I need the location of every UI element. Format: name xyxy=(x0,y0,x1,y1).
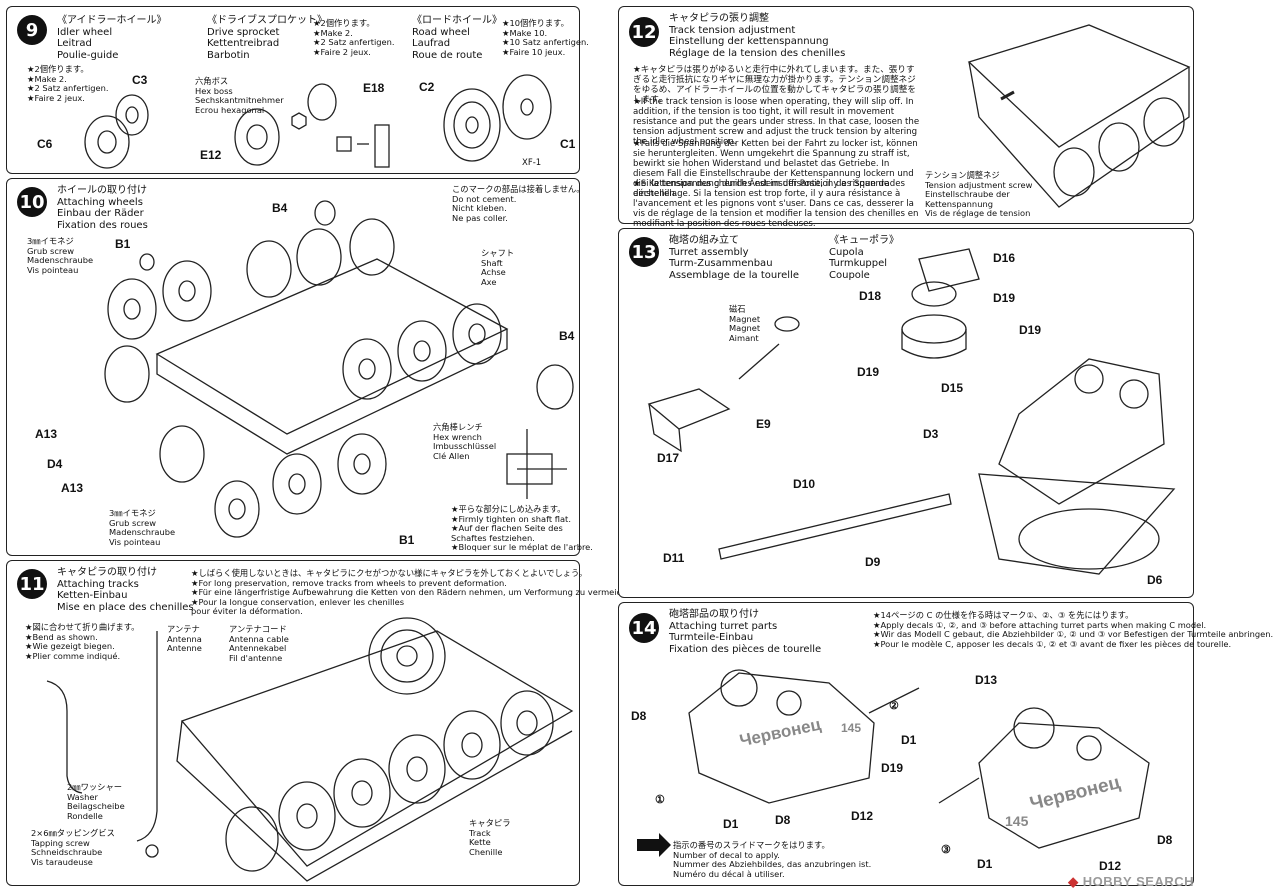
track-storage-note: ★しばらく使用しないときは、キャタピラにクセがつかない様にキャタピラを外しておく… xyxy=(191,568,635,617)
decal-mark-3: ③ xyxy=(941,844,951,856)
step9-number: 9 xyxy=(17,15,47,45)
hobbysearch-logo-icon: ◆ xyxy=(1068,874,1079,889)
part-d3: D3 xyxy=(923,427,939,441)
part-d19: D19 xyxy=(881,761,904,775)
step11-drawing xyxy=(46,617,574,882)
idler-quantity: ★2個作ります。★Make 2.★2 Satz anfertigen.★Fair… xyxy=(27,64,109,103)
step12-number: 12 xyxy=(629,17,659,47)
step12-drawing xyxy=(967,24,1191,208)
decal-number-right: 145 xyxy=(1005,813,1029,829)
watermark: ◆ HOBBY SEARCH xyxy=(1068,874,1194,889)
part-d9: D9 xyxy=(865,555,881,569)
part-d1-right: D1 xyxy=(977,857,993,871)
part-d8-right: D8 xyxy=(1157,833,1173,847)
part-d12-right: D12 xyxy=(1099,859,1122,873)
part-d15: D15 xyxy=(941,381,964,395)
part-b4-top: B4 xyxy=(272,201,288,215)
part-d6: D6 xyxy=(1147,573,1163,587)
part-d16: D16 xyxy=(993,251,1016,265)
step14-number: 14 xyxy=(629,613,659,643)
paint-xf1: XF-1 xyxy=(522,158,542,168)
no-cement-note: このマークの部品は接着しません。Do not cement.Nicht kleb… xyxy=(452,184,585,223)
part-e12: E12 xyxy=(200,148,222,162)
step11-number: 11 xyxy=(17,569,47,599)
tension-text-de: ★Falls die Spannung der Ketten bei der F… xyxy=(633,139,918,199)
slide-mark-note: 指示の番号のスライドマークをはります。Number of decal to ap… xyxy=(673,840,872,879)
decal-number-left: 145 xyxy=(841,721,862,735)
part-d18: D18 xyxy=(859,289,882,303)
part-d8-left: D8 xyxy=(631,709,647,723)
step14-drawing xyxy=(637,669,1150,857)
part-d19-left: D19 xyxy=(857,365,880,379)
part-d10: D10 xyxy=(793,477,816,491)
step13-drawing xyxy=(647,248,1176,575)
tension-text-en: ★If the track tension is loose when oper… xyxy=(633,97,920,147)
part-a13-upper: A13 xyxy=(35,427,58,441)
bend-note: ★図に合わせて折り曲げます。★Bend as shown.★Wie gezeig… xyxy=(25,622,140,661)
part-b1-bottom: B1 xyxy=(399,533,415,547)
part-d4: D4 xyxy=(47,457,63,471)
part-c1: C1 xyxy=(560,137,576,151)
part-b4-right: B4 xyxy=(559,329,575,343)
part-e18: E18 xyxy=(363,81,385,95)
roadwheel-quantity: ★10個作ります。★Make 10.★10 Satz anfertigen.★F… xyxy=(502,18,589,57)
part-b1-top: B1 xyxy=(115,237,131,251)
part-d19-upper: D19 xyxy=(993,291,1016,305)
part-d11: D11 xyxy=(663,551,685,565)
decal-mark-2: ② xyxy=(889,700,899,712)
tighten-note: ★平らな部分にしめ込みます。★Firmly tighten on shaft f… xyxy=(451,504,593,553)
part-e9: E9 xyxy=(756,417,771,431)
sprocket-quantity: ★2個作ります。★Make 2.★2 Satz anfertigen.★Fair… xyxy=(313,18,395,57)
part-d13: D13 xyxy=(975,673,998,687)
part-d19-right: D19 xyxy=(1019,323,1042,337)
decal-order-note: ★14ページの C の仕様を作る時はマーク①、②、③ を先にはります。★Appl… xyxy=(873,610,1273,649)
step10-number: 10 xyxy=(17,187,47,217)
part-c3: C3 xyxy=(132,73,148,87)
part-c6: C6 xyxy=(37,137,53,151)
step13-number: 13 xyxy=(629,237,659,267)
part-c2: C2 xyxy=(419,80,435,94)
part-d12-center: D12 xyxy=(851,809,874,823)
part-d17: D17 xyxy=(657,451,680,465)
part-d8-center: D8 xyxy=(775,813,791,827)
decal-mark-1: ① xyxy=(655,794,665,806)
step10-drawing xyxy=(104,200,574,538)
tension-text-fr: ★Si la tension des chenilles est insuffi… xyxy=(633,179,919,229)
part-a13-lower: A13 xyxy=(61,481,84,495)
tension-text-jp: ★キャタピラは張りがゆるいと走行中に外れてしまいます。また、張りすぎると走行抵抗… xyxy=(633,65,916,105)
step9-drawing xyxy=(84,74,552,169)
part-d1-top: D1 xyxy=(901,733,917,747)
part-d1-bottom-left: D1 xyxy=(723,817,739,831)
